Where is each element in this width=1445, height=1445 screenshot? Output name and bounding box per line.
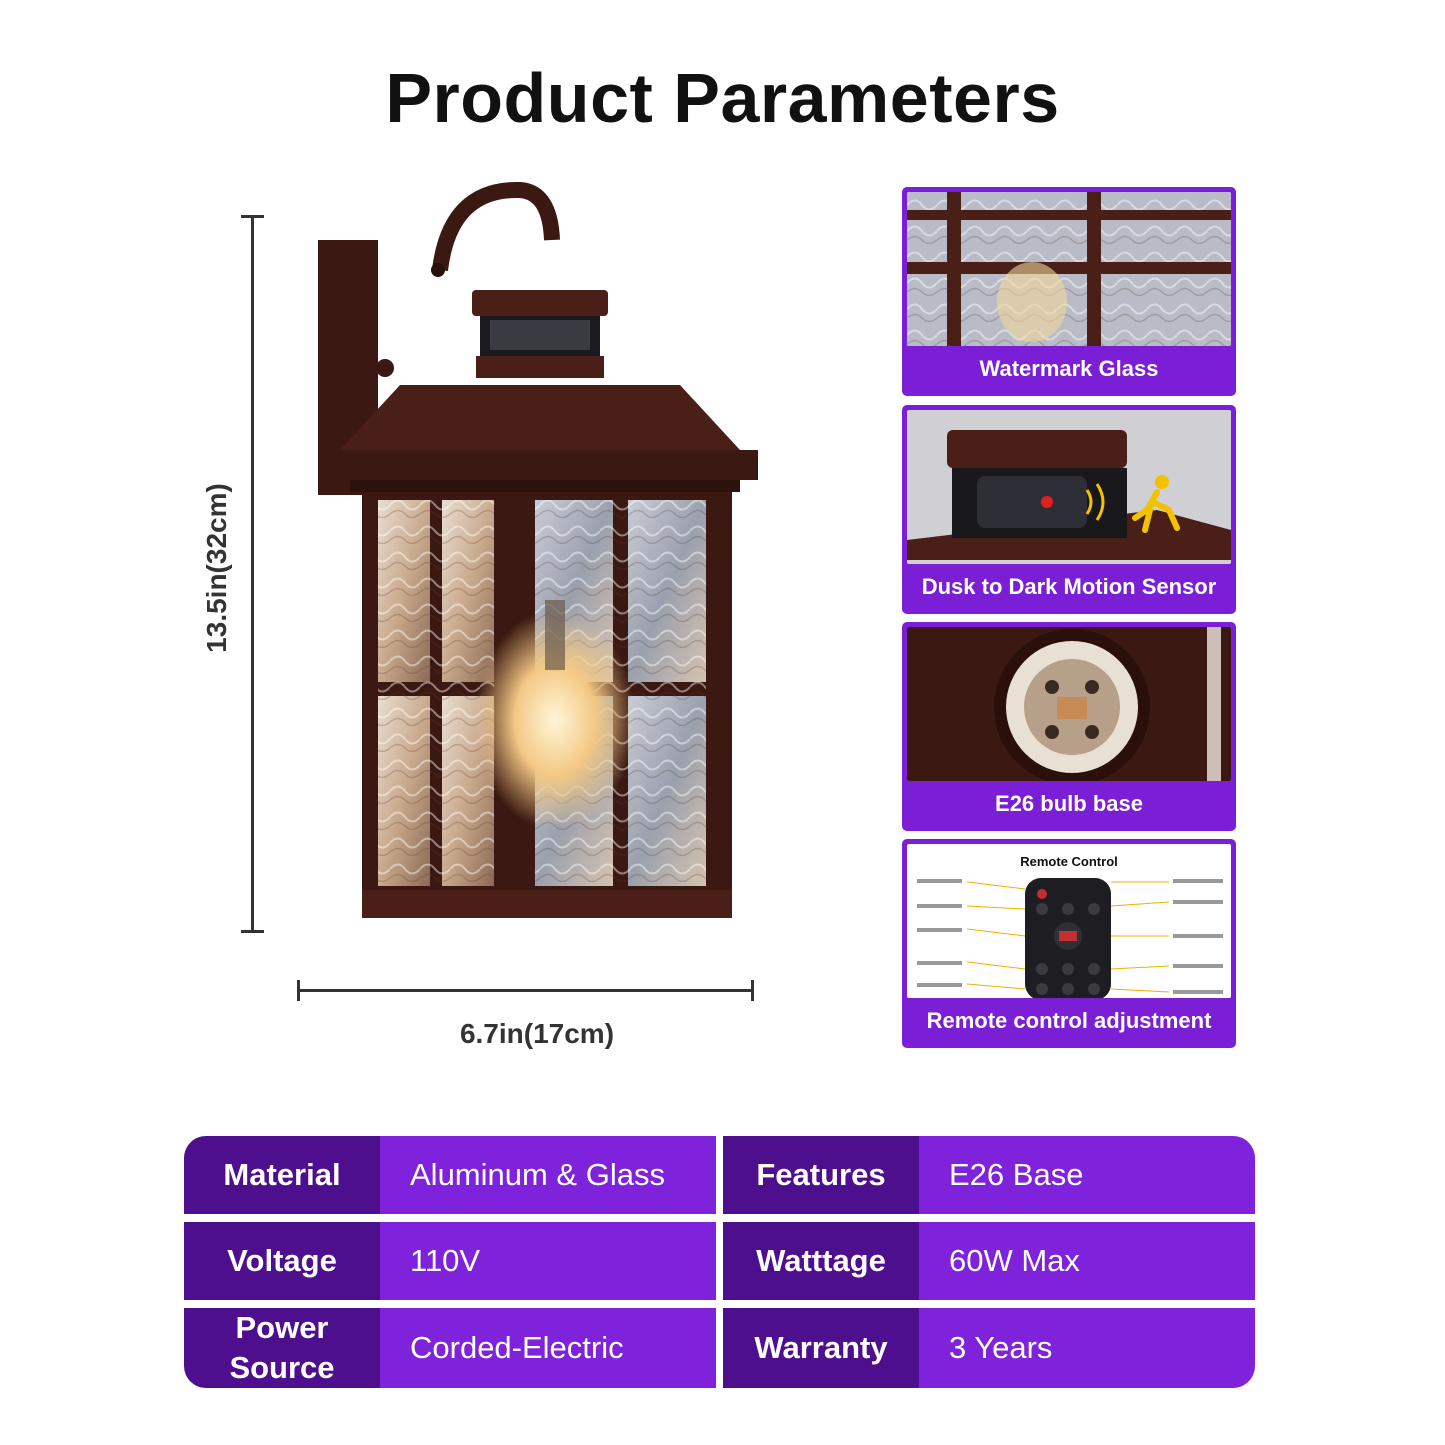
spec-row-voltage: Voltage 110V Watttage 60W Max (184, 1222, 1255, 1300)
spec-key: Warranty (723, 1308, 919, 1388)
spec-key: Watttage (723, 1222, 919, 1300)
page-title: Product Parameters (385, 59, 1060, 137)
wall-lantern-image (318, 181, 758, 918)
spec-value: Aluminum & Glass (380, 1136, 716, 1214)
feature-caption: Dusk to Dark Motion Sensor (921, 574, 1217, 599)
watermark-glass-photo (907, 192, 1231, 346)
remote-control-photo: Remote Control (907, 844, 1231, 998)
spec-row-power-source: Power Source Corded-Electric Warranty 3 … (184, 1308, 1255, 1388)
feature-card-watermark-glass: Watermark Glass (902, 187, 1236, 396)
height-dimension-line (241, 215, 264, 933)
spec-row-material: Material Aluminum & Glass Features E26 B… (184, 1136, 1255, 1214)
feature-card-motion-sensor: Dusk to Dark Motion Sensor (902, 405, 1236, 614)
spec-value: 3 Years (919, 1308, 1255, 1388)
bulb-base-photo (907, 627, 1231, 781)
spec-value: 110V (380, 1222, 716, 1300)
feature-caption: Remote control adjustment (926, 1008, 1212, 1033)
width-dimension-label: 6.7in(17cm) (459, 1018, 615, 1049)
spec-key: Power Source (184, 1308, 380, 1388)
spec-key: Material (184, 1136, 380, 1214)
spec-value: Corded-Electric (380, 1308, 716, 1388)
feature-card-remote-control: Remote Control (902, 839, 1236, 1048)
spec-key: Voltage (184, 1222, 380, 1300)
spec-value: E26 Base (919, 1136, 1255, 1214)
feature-caption: Watermark Glass (979, 356, 1159, 381)
motion-sensor-photo (907, 410, 1231, 564)
height-dimension-label: 13.5in(32cm) (201, 483, 232, 653)
feature-caption: E26 bulb base (995, 791, 1143, 816)
width-dimension-line (297, 980, 754, 1001)
feature-card-bulb-base: E26 bulb base (902, 622, 1236, 831)
spec-value: 60W Max (919, 1222, 1255, 1300)
remote-control-title: Remote Control (1020, 854, 1118, 869)
spec-key: Features (723, 1136, 919, 1214)
